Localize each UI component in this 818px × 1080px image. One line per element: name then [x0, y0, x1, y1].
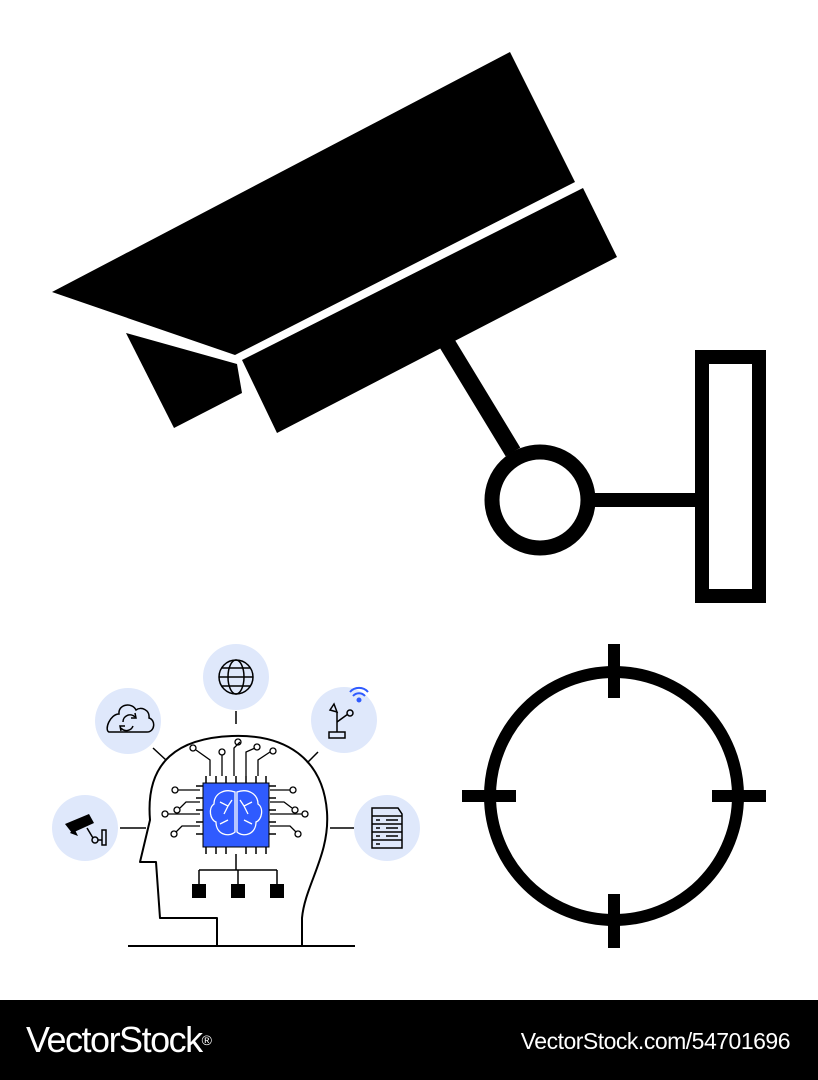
head-outline [139, 734, 329, 946]
crosshair-ring [484, 666, 744, 926]
watermark-footer: VectorStock® VectorStock.com/54701696 [0, 1000, 818, 1080]
cloud-sync-icon [106, 704, 155, 733]
image-id-text: VectorStock.com/54701696 [520, 1028, 791, 1054]
brand-mark: ® [201, 1032, 212, 1048]
brain-icon [209, 790, 263, 836]
small-camera-icon [65, 814, 107, 846]
robot-arm-wifi-icon [328, 702, 354, 739]
cloud-bubble [95, 688, 161, 754]
camera-visor [126, 333, 242, 428]
crosshair-icon [462, 644, 766, 948]
camera-housing-top [52, 52, 575, 355]
globe-bubble [203, 644, 269, 710]
globe-icon [218, 659, 254, 695]
bubble-connectors [120, 711, 354, 829]
brand-name: VectorStock [26, 1019, 203, 1060]
server-bubble [354, 795, 420, 861]
camera-housing-bottom [242, 188, 617, 433]
vectorstock-logo: VectorStock® [26, 1018, 212, 1062]
robot-bubble [311, 686, 377, 753]
wifi-icon [349, 686, 369, 703]
camera-pivot [484, 444, 596, 556]
brain-chip-icon [161, 738, 309, 898]
camera-wall-plate [695, 350, 766, 603]
camera-arm [437, 335, 521, 457]
chip-body [202, 782, 270, 848]
camera-bubble [52, 795, 118, 861]
server-icon [371, 807, 403, 849]
cctv-camera-icon [52, 52, 766, 603]
illustration-canvas [52, 52, 766, 948]
ai-head-icon [52, 644, 420, 947]
